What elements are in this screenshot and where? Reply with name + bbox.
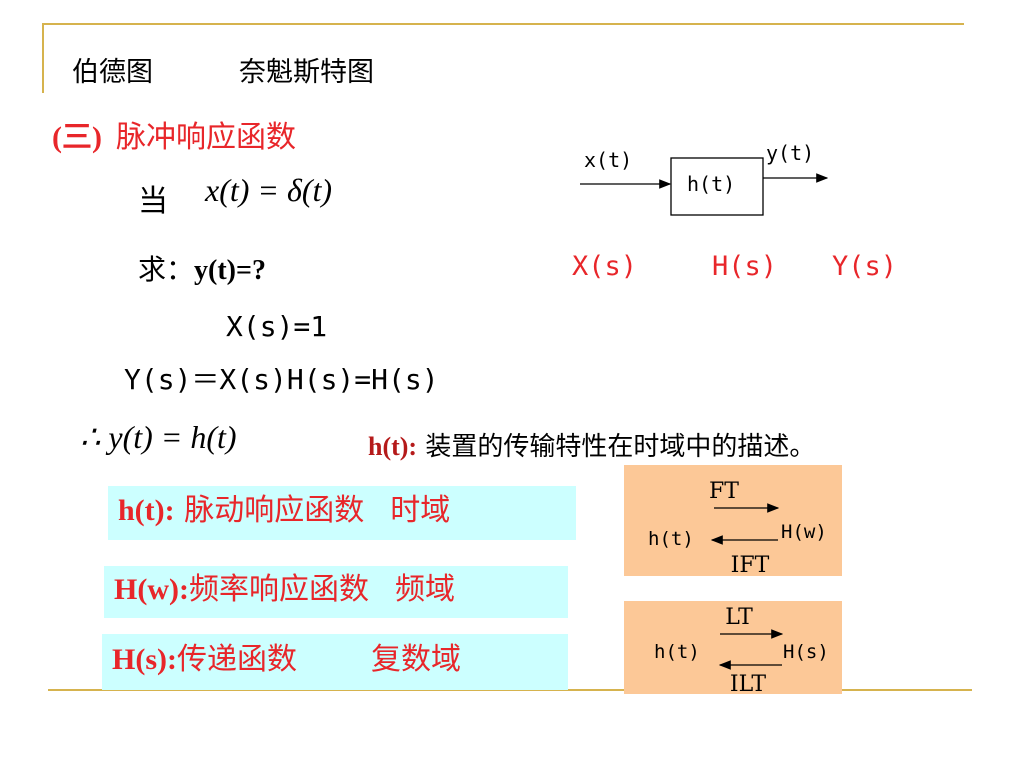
top-rule	[42, 23, 964, 25]
def-key: H(s):	[112, 643, 177, 676]
description-line: h(t): 装置的传输特性在时域中的描述。	[368, 426, 815, 463]
description-key: h(t):	[368, 432, 418, 461]
lt-forward-label: LT	[725, 605, 753, 630]
solution-ys: Y(s)＝X(s)H(s)=H(s)	[124, 363, 439, 396]
ft-right: H(w)	[781, 521, 827, 543]
laplace-transform-diagram: LT h(t) H(s) ILT	[654, 605, 829, 697]
block-diagram: x(t) h(t) y(t)	[580, 141, 829, 216]
ft-left: h(t)	[648, 528, 694, 550]
system-box	[670, 157, 764, 216]
ask-word: 求：	[138, 253, 195, 286]
laplace-y: Y(s)	[832, 251, 898, 282]
left-rule	[42, 23, 44, 93]
def-text: 频率响应函数	[188, 572, 369, 607]
heading-bode: 伯德图	[72, 57, 153, 88]
section-number: (三)	[52, 121, 102, 154]
fourier-transform-diagram: FT h(t) H(w) IFT	[648, 479, 827, 578]
lt-left: h(t)	[654, 641, 700, 663]
def-key: H(w):	[114, 573, 189, 606]
system-label: h(t)	[687, 172, 735, 196]
lt-inverse-label: ILT	[730, 672, 767, 694]
ft-inverse-label: IFT	[731, 553, 770, 576]
def-frequency-response: H(w):频率响应函数频域	[104, 566, 568, 618]
conclusion-formula: ∴ y(t) = h(t)	[80, 419, 237, 455]
bottom-rule	[48, 689, 972, 691]
def-text: 传递函数	[176, 642, 297, 677]
given-word: 当	[138, 184, 168, 219]
laplace-transform-box: LT h(t) H(s) ILT	[624, 601, 842, 697]
ask-value: y(t)=?	[194, 255, 266, 286]
def-text: 脉动响应函数	[174, 493, 365, 528]
def-impulse-response: h(t): 脉动响应函数时域	[108, 486, 576, 540]
def-key: h(t):	[118, 494, 175, 527]
ask-line: 求：y(t)=?	[138, 248, 266, 288]
laplace-x: X(s)	[572, 251, 638, 282]
def-domain: 时域	[390, 493, 451, 528]
section-title: (三) 脉冲响应函数	[52, 112, 296, 156]
given-formula: x(t) = δ(t)	[205, 172, 333, 208]
fourier-transform-box: FT h(t) H(w) IFT	[624, 465, 842, 578]
solution-xs: X(s)=1	[226, 310, 328, 343]
heading-nyquist: 奈魁斯特图	[239, 57, 374, 88]
description-text: 装置的传输特性在时域中的描述。	[417, 432, 816, 462]
section-label: 脉冲响应函数	[115, 120, 296, 155]
def-domain: 复数域	[370, 642, 461, 677]
def-transfer-function: H(s):传递函数 复数域	[102, 634, 568, 690]
def-domain: 频域	[394, 572, 455, 607]
output-label: y(t)	[766, 141, 814, 165]
slide-heading: 伯德图 奈魁斯特图	[72, 50, 374, 89]
ft-forward-label: FT	[709, 479, 739, 504]
input-label: x(t)	[584, 148, 632, 172]
laplace-h: H(s)	[712, 251, 778, 282]
lt-right: H(s)	[783, 641, 829, 663]
